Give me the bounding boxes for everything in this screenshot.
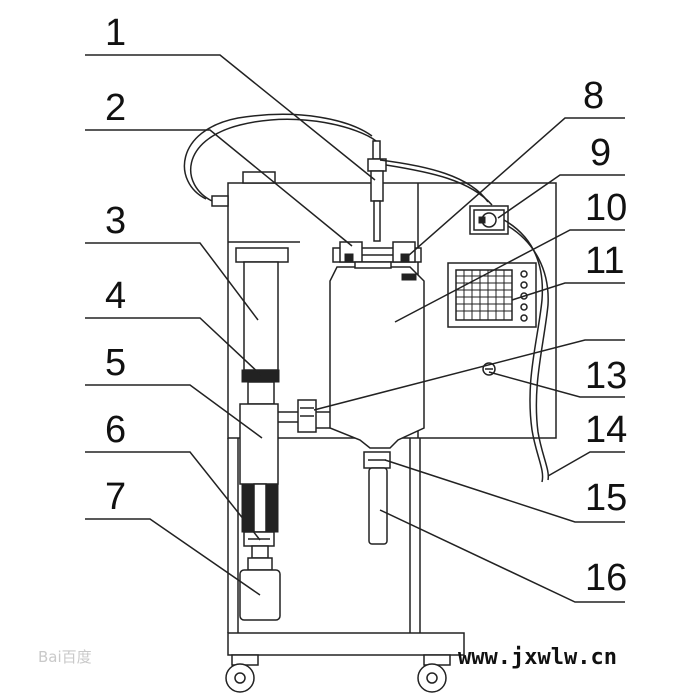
callout-8: 8 bbox=[583, 75, 604, 117]
peristaltic-pump bbox=[469, 205, 509, 235]
clamp-6 bbox=[243, 531, 275, 559]
callout-14: 14 bbox=[585, 409, 627, 451]
callout-15: 15 bbox=[585, 477, 627, 519]
atomizer-nozzle bbox=[367, 140, 387, 242]
cyclone-upper-tube bbox=[235, 247, 289, 371]
callout-16: 16 bbox=[585, 557, 627, 599]
inlet-clamp-5 bbox=[297, 399, 317, 433]
callout-5: 5 bbox=[105, 342, 126, 384]
drying-chamber bbox=[300, 266, 425, 449]
caster-right bbox=[417, 654, 451, 693]
pump-tube bbox=[503, 219, 550, 483]
watermark-logo: Bai百度 bbox=[38, 648, 92, 666]
callout-9: 9 bbox=[590, 132, 611, 174]
callout-11: 11 bbox=[585, 240, 624, 282]
chamber-lid-clamp bbox=[332, 241, 422, 269]
control-panel bbox=[447, 262, 537, 328]
callout-6: 6 bbox=[105, 409, 126, 451]
callout-4: 4 bbox=[105, 275, 126, 317]
tube-band bbox=[241, 369, 280, 383]
site-url: www.jxwlw.cn bbox=[458, 645, 617, 670]
callout-3: 3 bbox=[105, 200, 126, 242]
callout-7: 7 bbox=[105, 476, 126, 518]
callout-10: 10 bbox=[585, 187, 627, 229]
power-switch bbox=[482, 362, 496, 376]
caster-left bbox=[225, 654, 259, 693]
callout-2: 2 bbox=[105, 87, 126, 129]
top-fixture bbox=[211, 171, 276, 207]
callout-1: 1 bbox=[105, 12, 126, 54]
collector-tube-16 bbox=[368, 467, 388, 545]
collection-bottle bbox=[239, 557, 281, 621]
leader-lines bbox=[85, 54, 625, 603]
callout-13: 13 bbox=[585, 355, 627, 397]
callout-numbers: 1 2 3 4 5 6 7 8 9 10 11 13 14 15 16 bbox=[105, 12, 627, 599]
cyclone-body bbox=[239, 381, 300, 485]
feed-tubing bbox=[183, 113, 493, 206]
